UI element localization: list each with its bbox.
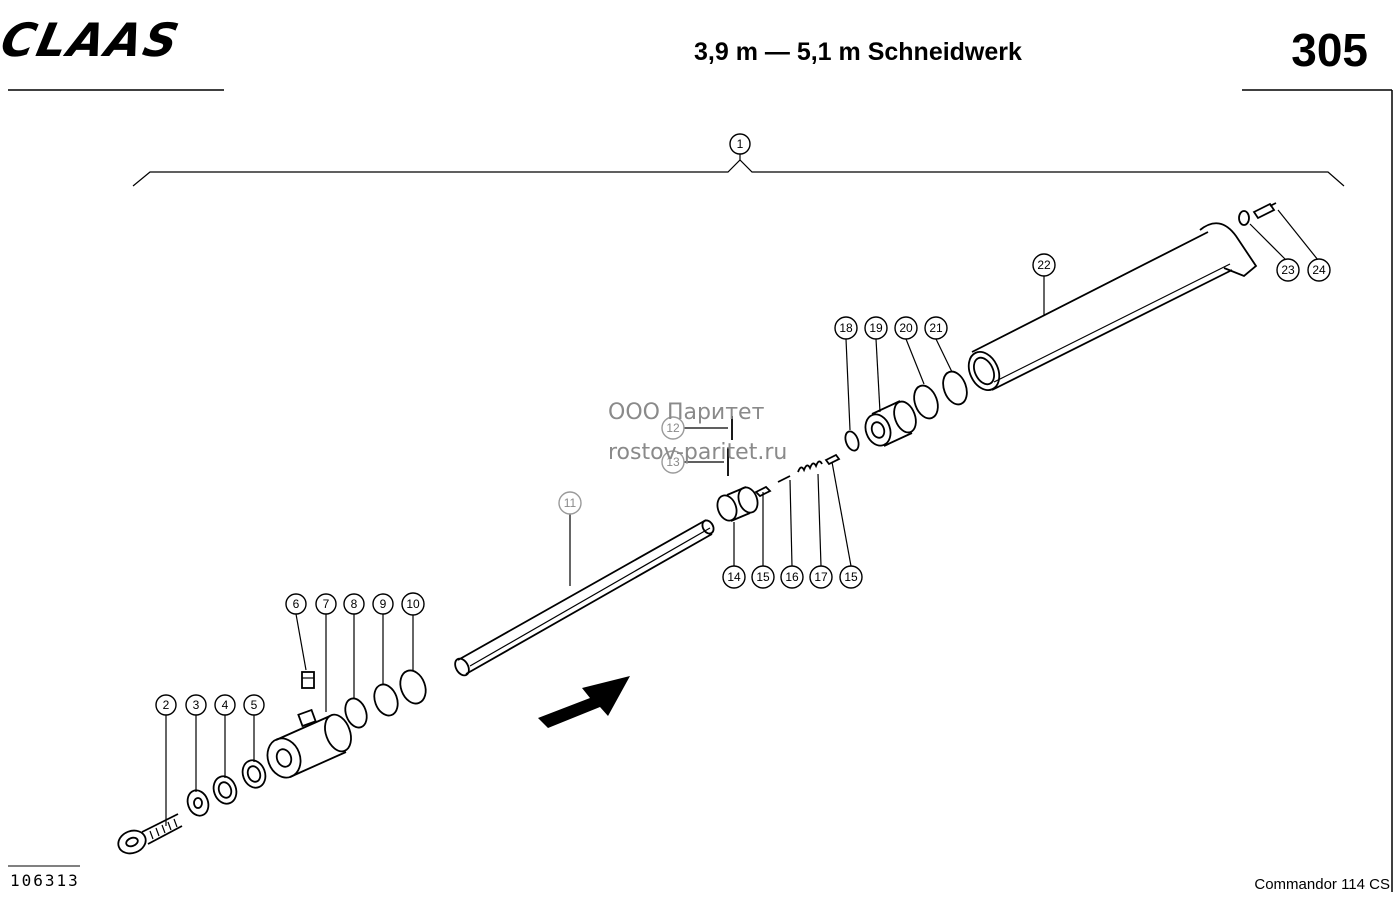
- callout-11: 11: [558, 491, 582, 515]
- callout-24: 24: [1307, 258, 1331, 282]
- model-name: Commandor 114 CS: [1254, 876, 1390, 893]
- svg-text:9: 9: [380, 597, 387, 611]
- valve-plug: [824, 453, 841, 466]
- callout-22: 22: [1032, 253, 1056, 277]
- svg-text:24: 24: [1312, 263, 1326, 277]
- svg-text:21: 21: [929, 321, 943, 335]
- svg-text:1: 1: [737, 137, 744, 151]
- o-ring: [344, 697, 368, 729]
- svg-text:8: 8: [351, 597, 358, 611]
- svg-text:19: 19: [869, 321, 883, 335]
- assembly-bracket: [132, 159, 1345, 187]
- direction-arrow: [538, 676, 630, 728]
- svg-text:5: 5: [251, 698, 258, 712]
- watermark-company: ООО Паритет: [608, 400, 765, 425]
- svg-text:4: 4: [222, 698, 229, 712]
- valve-spring: [797, 460, 823, 473]
- svg-text:18: 18: [839, 321, 853, 335]
- svg-text:11: 11: [564, 496, 577, 510]
- seal-ring: [241, 759, 267, 789]
- callout-5: 5: [243, 694, 265, 716]
- piston-rod: [454, 519, 715, 677]
- callout-8: 8: [343, 593, 365, 615]
- svg-text:13: 13: [666, 455, 680, 469]
- leader-lines: [165, 209, 1319, 826]
- callout-12: 12: [661, 416, 685, 440]
- callouts: 1 2 3 4 5 6 7 8 9 10 11 12 13 14 15 16 1…: [155, 133, 1331, 716]
- callout-10: 10: [401, 592, 425, 616]
- piston: [716, 486, 759, 522]
- callout-23: 23: [1276, 258, 1300, 282]
- svg-text:2: 2: [163, 698, 170, 712]
- svg-text:17: 17: [814, 570, 828, 584]
- wear-ring: [942, 370, 968, 406]
- washer: [186, 789, 210, 817]
- svg-text:23: 23: [1281, 263, 1295, 277]
- callout-9: 9: [372, 593, 394, 615]
- svg-text:7: 7: [323, 597, 330, 611]
- cylinder-tube: [967, 222, 1258, 391]
- svg-text:20: 20: [899, 321, 913, 335]
- grease-fitting: [301, 671, 315, 689]
- callout-16: 16: [780, 565, 804, 589]
- page-number: 305: [1291, 24, 1368, 76]
- callout-15: 15: [751, 565, 775, 589]
- svg-text:3: 3: [193, 698, 200, 712]
- watermark-url: rostov-paritet.ru: [608, 440, 788, 465]
- svg-text:12: 12: [666, 421, 680, 435]
- callout-15-second: 15: [839, 565, 863, 589]
- callout-21: 21: [924, 316, 948, 340]
- banjo-bolt: [117, 813, 183, 855]
- guide-bushing: [864, 400, 917, 447]
- seal-ring-large: [399, 669, 427, 705]
- callout-7: 7: [315, 593, 337, 615]
- callout-14: 14: [722, 565, 746, 589]
- callout-20: 20: [894, 316, 918, 340]
- support-ring: [373, 683, 399, 717]
- sealing-washer: [1238, 210, 1250, 226]
- valve-ball: [754, 485, 772, 498]
- piston-seal: [913, 384, 939, 420]
- callout-18: 18: [834, 316, 858, 340]
- svg-text:15: 15: [844, 570, 858, 584]
- callout-1: 1: [729, 133, 751, 155]
- svg-text:16: 16: [785, 570, 799, 584]
- o-ring-small: [844, 430, 860, 452]
- cylinder-head: [266, 708, 352, 779]
- svg-text:22: 22: [1037, 258, 1051, 272]
- svg-text:14: 14: [727, 570, 741, 584]
- callout-6: 6: [285, 593, 307, 615]
- page-title: 3,9 m — 5,1 m Schneidwerk: [694, 38, 1022, 66]
- page-frame: [8, 89, 1393, 892]
- svg-text:10: 10: [406, 597, 420, 611]
- svg-text:15: 15: [756, 570, 770, 584]
- callout-3: 3: [185, 694, 207, 716]
- drawing-number: 106313: [10, 871, 80, 890]
- screw-fitting: [1252, 202, 1277, 220]
- callout-19: 19: [864, 316, 888, 340]
- svg-text:6: 6: [293, 597, 300, 611]
- callout-17: 17: [809, 565, 833, 589]
- callout-2: 2: [155, 694, 177, 716]
- valve-pin: [777, 475, 791, 483]
- callout-4: 4: [214, 694, 236, 716]
- callout-13: 13: [661, 450, 685, 474]
- nut: [212, 775, 238, 805]
